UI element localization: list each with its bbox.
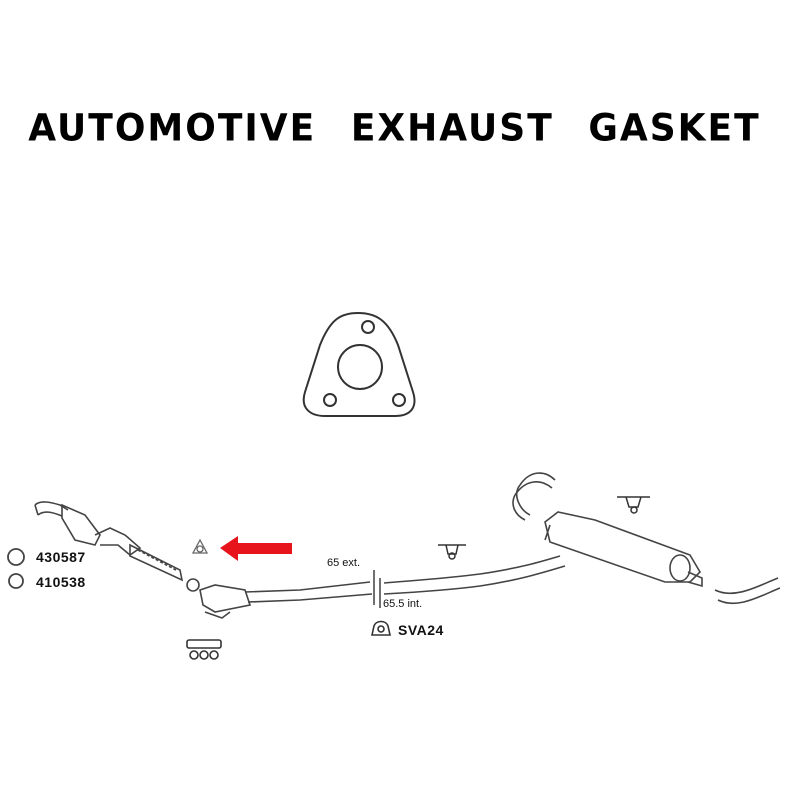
small-gasket-icon [191, 538, 209, 554]
part-label-sva24: SVA24 [398, 622, 444, 638]
gasket-icon [302, 311, 416, 417]
front-pipe-icon [34, 501, 184, 582]
page-title: AUTOMOTIVE EXHAUST GASKET [0, 107, 789, 150]
hose-icon [512, 472, 781, 605]
dimension-internal: 65.5 int. [383, 598, 423, 610]
rubber-mount-icon [371, 620, 391, 636]
rear-pipe-icon [383, 555, 566, 595]
title-word-1: AUTOMOTIVE [28, 106, 317, 151]
catalytic-converter-icon [186, 578, 373, 619]
title-word-3: GASKET [588, 106, 761, 151]
hanger-right-icon [617, 496, 650, 514]
muffler-icon [544, 511, 703, 588]
title-word-2: EXHAUST [350, 106, 554, 151]
hanger-bracket-icon [186, 639, 222, 660]
seal-ring-icon [8, 573, 24, 589]
dimension-external: 65 ext. [327, 557, 361, 569]
clamp-ring-icon [7, 548, 25, 566]
hanger-mid-icon [438, 544, 466, 560]
part-label-410538: 410538 [36, 574, 86, 590]
highlight-arrow-icon [220, 536, 292, 561]
part-label-430587: 430587 [36, 549, 86, 565]
